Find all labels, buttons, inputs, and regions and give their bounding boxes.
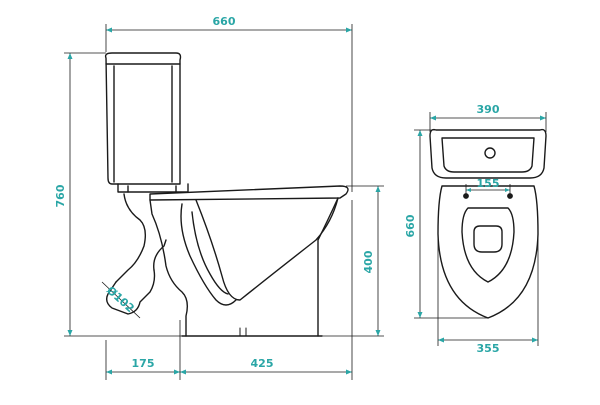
label-mount-spacing: 155 — [477, 177, 500, 190]
arrow-mt-l — [466, 188, 471, 192]
side-view — [104, 52, 349, 337]
floor-hole-marks — [239, 327, 247, 337]
label-total-depth: 660 — [404, 214, 417, 237]
label-tank-width: 390 — [477, 103, 500, 116]
arrow-dp-t — [417, 130, 423, 136]
seat-inner-opening — [461, 207, 515, 283]
arrow-tw-r — [346, 27, 352, 33]
arrow-b1-r — [174, 369, 180, 375]
arrow-sw-l — [438, 337, 444, 343]
tank-connector — [117, 183, 189, 193]
arrow-th-t — [67, 53, 73, 59]
tank-top-inner — [441, 137, 535, 173]
outlet-pipe-inner — [153, 239, 167, 271]
flush-button-icon — [484, 147, 496, 159]
arrow-mt-r — [505, 188, 510, 192]
bowl-drain — [473, 225, 503, 253]
arrow-tk-r — [540, 115, 546, 121]
bowl-outer — [149, 197, 339, 337]
label-seat-width: 355 — [477, 342, 500, 355]
arrow-dp-b — [417, 312, 423, 318]
trap-channel-inner — [191, 211, 229, 295]
tank-top-outline — [429, 128, 547, 179]
arrow-tk-l — [430, 115, 436, 121]
label-total-width: 660 — [213, 15, 236, 28]
top-view — [429, 128, 547, 319]
label-outlet-to-back: 425 — [251, 357, 274, 370]
connector-bolt — [127, 185, 177, 193]
label-total-height: 760 — [54, 184, 67, 207]
arrow-tw-l — [106, 27, 112, 33]
top-view-dimensions — [414, 112, 547, 346]
bowl-rim — [149, 185, 349, 201]
arrow-sw-r — [532, 337, 538, 343]
arrow-b2-l — [180, 369, 186, 375]
rear-body — [115, 193, 147, 283]
label-outlet-offset: 175 — [132, 357, 155, 370]
dim-line-outlet-diameter — [101, 281, 141, 319]
label-outlet-diameter: Ø102 — [104, 284, 137, 315]
side-view-dimensions — [64, 24, 384, 380]
arrow-bh-t — [375, 186, 381, 192]
arrow-b1-l — [106, 369, 112, 375]
seat-outline — [437, 185, 539, 319]
label-bowl-height: 400 — [362, 250, 375, 273]
arrow-bh-b — [375, 330, 381, 336]
arrow-b2-r — [346, 369, 352, 375]
arrow-th-b — [67, 330, 73, 336]
outlet-pipe — [105, 269, 156, 315]
tank-outline — [104, 52, 182, 185]
trap-channel — [180, 203, 237, 306]
arrowheads — [67, 27, 546, 375]
